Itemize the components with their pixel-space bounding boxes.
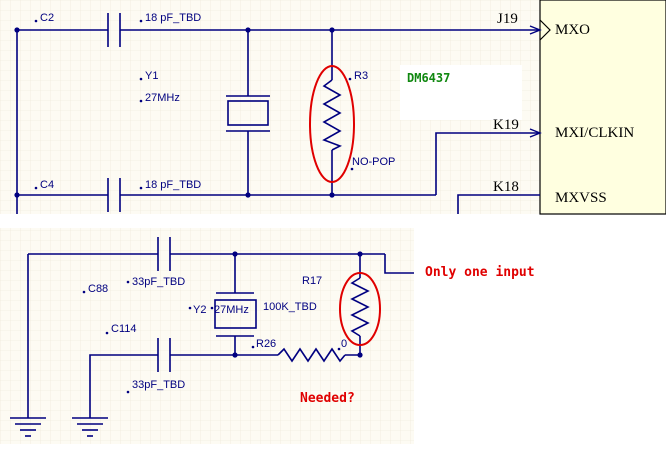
pin-number-k18: K18	[493, 179, 519, 195]
annotation-needed: Needed?	[300, 391, 355, 406]
clock-input-marker	[539, 19, 551, 41]
top-schematic: MXO MXI/CLKIN MXVSS DM6437 J19 K19 K18 C…	[0, 0, 666, 215]
r17-value: 100K_TBD	[263, 301, 317, 313]
ground-symbol-left	[10, 406, 46, 437]
y1-ref: Y1	[145, 70, 158, 82]
bottom-grid	[0, 228, 414, 444]
pin-number-k19: K19	[493, 117, 519, 133]
top-junctions	[14, 27, 335, 198]
dm6437-ic-body	[539, 0, 666, 215]
wire-mxi	[435, 132, 540, 195]
y2-value: 27MHz	[214, 304, 249, 316]
y2-ref-dot	[188, 306, 192, 310]
c88-value: 33pF_TBD	[132, 276, 185, 288]
capacitor-c88	[157, 237, 171, 271]
c2-ref-dot	[34, 19, 38, 23]
y1-value: 27MHz	[145, 92, 180, 104]
output-stub	[384, 254, 414, 274]
c2-ref: C2	[40, 12, 54, 24]
annotation-only-one-input: Only one input	[425, 265, 535, 280]
y1-ref-dot	[139, 77, 143, 81]
pin-name-mxi: MXI/CLKIN	[555, 125, 634, 141]
c2-value-dot	[139, 19, 143, 23]
resistor-r3	[322, 30, 342, 195]
r3-ref-dot	[348, 77, 352, 81]
r3-ref: R3	[354, 70, 368, 82]
c4-ref: C4	[40, 179, 54, 191]
c2-value: 18 pF_TBD	[145, 12, 201, 24]
c4-ref-dot	[34, 186, 38, 190]
bottom-schematic: 33pF_TBD C88 C114 33pF_TBD Y2 27MHz R	[0, 228, 535, 444]
ground-symbol-right	[72, 406, 108, 437]
ic-label-box	[400, 65, 522, 120]
r3-value-dot	[350, 167, 354, 171]
wire-mxvss	[457, 194, 540, 214]
c114-ref-dot	[105, 331, 109, 335]
r17-highlight-circle	[339, 272, 381, 346]
crystal-y2	[214, 254, 257, 355]
bottom-lower-net	[89, 354, 235, 406]
capacitor-c4	[107, 178, 121, 212]
mxo-pin-arrow	[529, 25, 542, 35]
pin-name-mxvss: MXVSS	[555, 190, 607, 206]
r3-highlight-circle	[309, 65, 355, 183]
pin-name-mxo: MXO	[555, 22, 590, 38]
c88-ref-dot	[82, 290, 86, 294]
pin-number-j19: J19	[497, 11, 518, 27]
bottom-junctions	[232, 251, 363, 358]
c88-value-dot	[126, 280, 130, 284]
y2-ref: Y2	[193, 304, 206, 316]
c88-ref: C88	[88, 283, 108, 295]
y1-value-dot	[139, 99, 143, 103]
r26-value: 0	[341, 338, 347, 350]
r26-ref: R26	[256, 338, 276, 350]
capacitor-c2	[107, 13, 121, 47]
ic-label: DM6437	[407, 71, 450, 85]
c114-ref: C114	[111, 323, 136, 335]
r17-ref: R17	[302, 275, 322, 287]
r26-ref-dot	[251, 345, 255, 349]
r3-value: NO-POP	[352, 156, 395, 168]
c4-value-dot	[139, 186, 143, 190]
r26-value-dot	[337, 347, 341, 351]
c114-value: 33pF_TBD	[132, 379, 185, 391]
y2-value-dot	[210, 306, 214, 310]
c114-value-dot	[126, 390, 130, 394]
crystal-y1	[226, 30, 270, 195]
mxi-pin-arrow	[529, 128, 542, 138]
capacitor-c114	[157, 338, 171, 372]
c4-value: 18 pF_TBD	[145, 179, 201, 191]
